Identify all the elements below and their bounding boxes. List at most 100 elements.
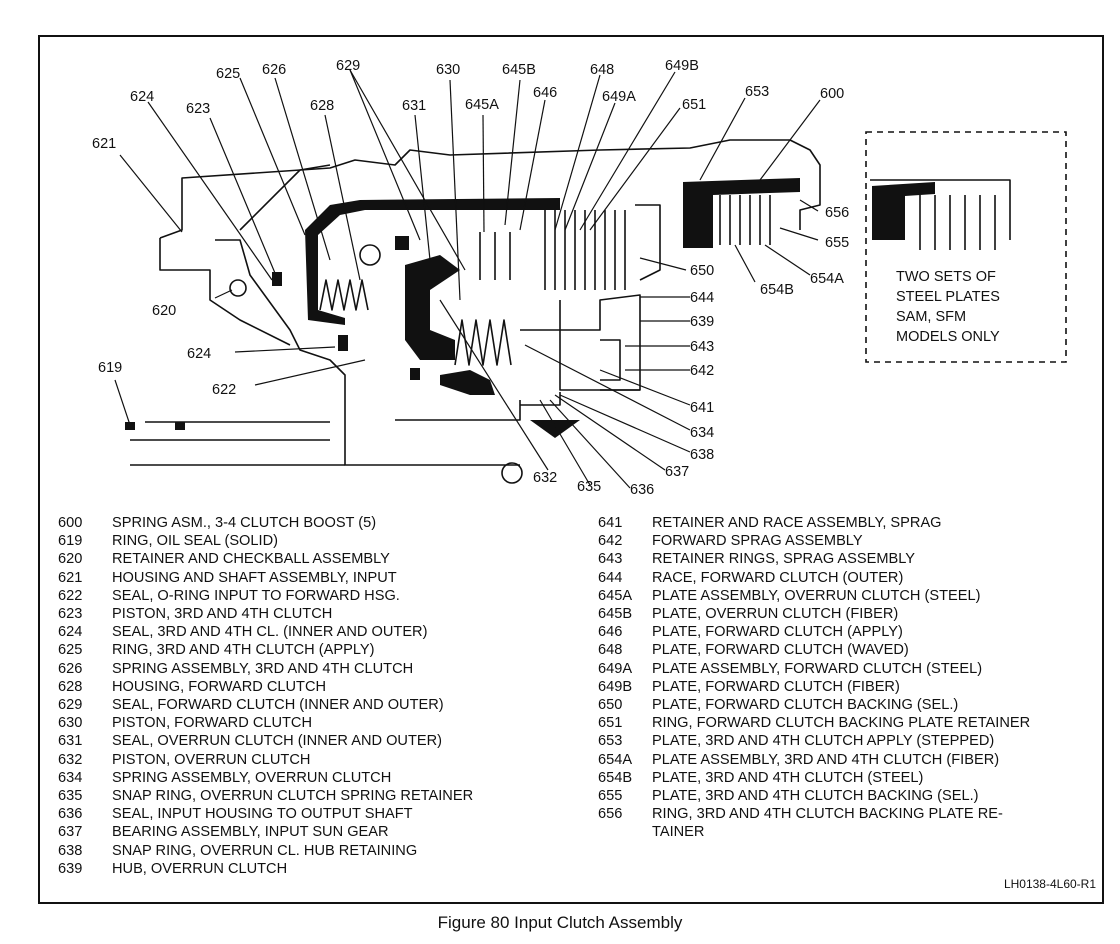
part-number (598, 823, 652, 841)
inset-note: TWO SETS OF STEEL PLATES SAM, SFM MODELS… (896, 269, 1000, 345)
figure-caption: Figure 80 Input Clutch Assembly (437, 913, 683, 932)
inset-note-line: SAM, SFM (896, 309, 966, 325)
callout: 638 (690, 447, 714, 463)
callout: 626 (262, 62, 286, 78)
legend-row: TAINER (598, 823, 1030, 841)
part-number: 649B (598, 678, 633, 695)
part-number: 654A (598, 751, 633, 768)
part-number: 648 (598, 642, 623, 659)
callout-labels: 624 625 626 629 630 645B 648 649B 653 60… (92, 58, 849, 498)
callout: 637 (665, 464, 689, 480)
part-description: HOUSING, FORWARD CLUTCH (112, 678, 327, 695)
part-number: 641 (598, 515, 623, 531)
legend-row: 643 RETAINER RINGS, SPRAG ASSEMBLY (598, 550, 1030, 568)
part-description: PISTON, FORWARD CLUTCH (112, 715, 313, 732)
legend-row: 621 HOUSING AND SHAFT ASSEMBLY, INPUT (58, 569, 473, 587)
callout: 650 (690, 263, 714, 279)
inset-note-line: MODELS ONLY (896, 329, 1000, 345)
part-description: RING, OIL SEAL (SOLID) (112, 533, 278, 550)
callout: 656 (825, 205, 849, 221)
part-description: SPRING ASM., 3-4 CLUTCH BOOST (5) (112, 515, 377, 531)
callout: 645B (502, 62, 536, 78)
part-number: 651 (598, 715, 623, 732)
callout: 623 (186, 101, 210, 117)
part-description: SEAL, OVERRUN CLUTCH (INNER AND OUTER) (112, 733, 443, 750)
legend-row: 651 RING, FORWARD CLUTCH BACKING PLATE RE… (598, 714, 1030, 732)
part-number: 638 (58, 842, 83, 859)
callout: 619 (98, 360, 122, 376)
part-number: 629 (58, 697, 83, 714)
callout: 632 (533, 470, 557, 486)
callout: 644 (690, 290, 714, 306)
legend-row: 629 SEAL, FORWARD CLUTCH (INNER AND OUTER… (58, 696, 473, 714)
part-description: RETAINER AND CHECKBALL ASSEMBLY (112, 551, 390, 568)
callout: 630 (436, 62, 460, 78)
part-number: 628 (58, 678, 83, 695)
part-number: 630 (58, 715, 83, 732)
part-number: 625 (58, 642, 83, 659)
part-number: 653 (598, 733, 623, 750)
callout: 639 (690, 314, 714, 330)
callout: 624 (187, 346, 211, 362)
callout: 635 (577, 479, 601, 495)
part-number: 624 (58, 624, 83, 641)
callout: 600 (820, 86, 844, 102)
callout: 654A (810, 271, 844, 287)
part-description: HUB, OVERRUN CLUTCH (112, 860, 288, 877)
output-shaft-seal (501, 462, 523, 484)
callout: 655 (825, 235, 849, 251)
legend-row: 619 RING, OIL SEAL (SOLID) (58, 532, 473, 550)
part-number: 632 (58, 751, 83, 768)
part-number: 623 (58, 606, 83, 623)
part-number: 649A (598, 660, 633, 677)
part-description: SEAL, FORWARD CLUTCH (INNER AND OUTER) (112, 697, 444, 714)
part-number: 642 (598, 533, 623, 550)
part-number: 600 (58, 515, 83, 531)
3-4-apply-plate (683, 178, 800, 248)
part-description: RETAINER RINGS, SPRAG ASSEMBLY (652, 551, 916, 568)
part-number: 643 (598, 551, 623, 568)
callout: 642 (690, 363, 714, 379)
housing-inner-wall (215, 239, 520, 466)
part-number: 654B (598, 769, 633, 786)
part-description: PLATE, FORWARD CLUTCH BACKING (SEL.) (652, 697, 959, 714)
callout: 641 (690, 400, 714, 416)
input-housing-outline (159, 139, 821, 239)
part-description: PLATE, FORWARD CLUTCH (FIBER) (652, 678, 900, 695)
callout: 648 (590, 62, 614, 78)
inset-outline (865, 131, 1067, 363)
part-number: 656 (598, 806, 623, 823)
part-description: PISTON, OVERRUN CLUTCH (112, 751, 311, 768)
part-description: HOUSING AND SHAFT ASSEMBLY, INPUT (112, 569, 397, 586)
parts-legend-left: 600 SPRING ASM., 3-4 CLUTCH BOOST (5) 619… (58, 514, 473, 878)
legend-row: 600 SPRING ASM., 3-4 CLUTCH BOOST (5) (58, 514, 473, 532)
callout: 651 (682, 97, 706, 113)
part-description: PLATE, 3RD AND 4TH CLUTCH (STEEL) (652, 769, 924, 786)
callout: 653 (745, 84, 769, 100)
callout: 625 (216, 66, 240, 82)
callout: 628 (310, 98, 334, 114)
part-number: 621 (58, 569, 83, 586)
part-description: SEAL, INPUT HOUSING TO OUTPUT SHAFT (112, 806, 413, 823)
legend-row: 649B PLATE, FORWARD CLUTCH (FIBER) (598, 678, 1030, 696)
3-4-piston (305, 198, 560, 325)
part-description: RING, 3RD AND 4TH CLUTCH (APPLY) (112, 642, 375, 659)
part-description: RING, FORWARD CLUTCH BACKING PLATE RETAI… (652, 715, 1031, 732)
part-description: FORWARD SPRAG ASSEMBLY (652, 533, 863, 550)
callout: 645A (465, 97, 499, 113)
part-number: 619 (58, 533, 83, 550)
part-number: 645B (598, 606, 633, 623)
